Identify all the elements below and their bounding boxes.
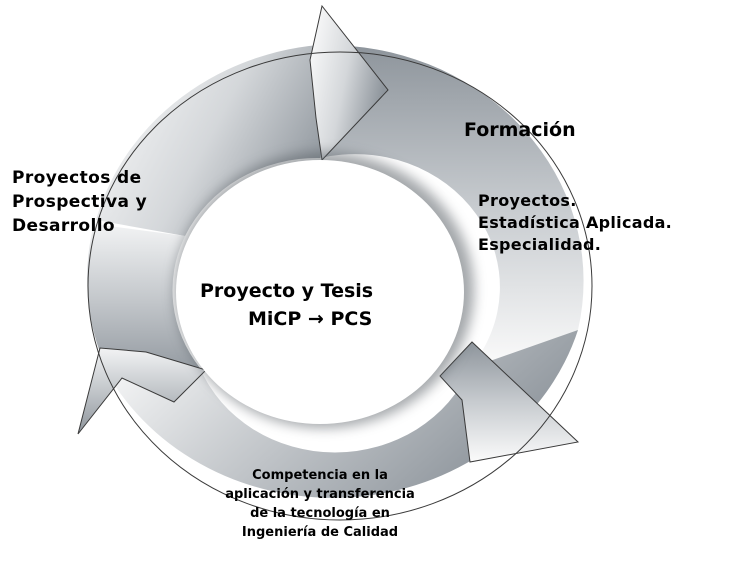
bottom-label-line: de la tecnología en: [250, 506, 390, 521]
bottom-label-line: Ingeniería de Calidad: [241, 525, 399, 540]
ring-segment-bottom: [110, 330, 578, 498]
formacion-title: Formación: [464, 119, 576, 141]
left-label-line: Proyectos de: [12, 168, 142, 188]
ring-segment-left: [87, 224, 200, 380]
ring-segment-right: [320, 46, 584, 368]
center-label-line1: Proyecto y Tesis: [200, 280, 374, 302]
center-label-line2: MiCP → PCS: [248, 308, 373, 330]
bottom-label-line: Competencia en la: [252, 468, 388, 483]
right-label-line: Proyectos.: [478, 191, 577, 210]
bottom-label-line: aplicación y transferencia: [225, 487, 415, 502]
bottom-label-competencia: Competencia en la aplicación y transfere…: [190, 466, 450, 542]
right-label-formacion-items: Proyectos. Estadística Aplicada. Especia…: [478, 190, 672, 256]
center-label: Proyecto y Tesis MiCP → PCS: [200, 277, 373, 333]
ring-segment-top: [96, 43, 352, 236]
left-label-prospectiva: Proyectos de Prospectiva y Desarrollo: [12, 166, 147, 238]
left-label-line: Desarrollo: [12, 216, 116, 236]
arrowhead-top: [309, 4, 389, 162]
right-label-line: Estadística Aplicada.: [478, 213, 673, 232]
ring-inner-hole: [176, 160, 464, 424]
arrowhead-right: [439, 341, 580, 463]
right-label-line: Especialidad.: [478, 235, 602, 254]
left-label-line: Prospectiva y: [12, 192, 148, 212]
ring-outer-outline: [87, 51, 593, 521]
